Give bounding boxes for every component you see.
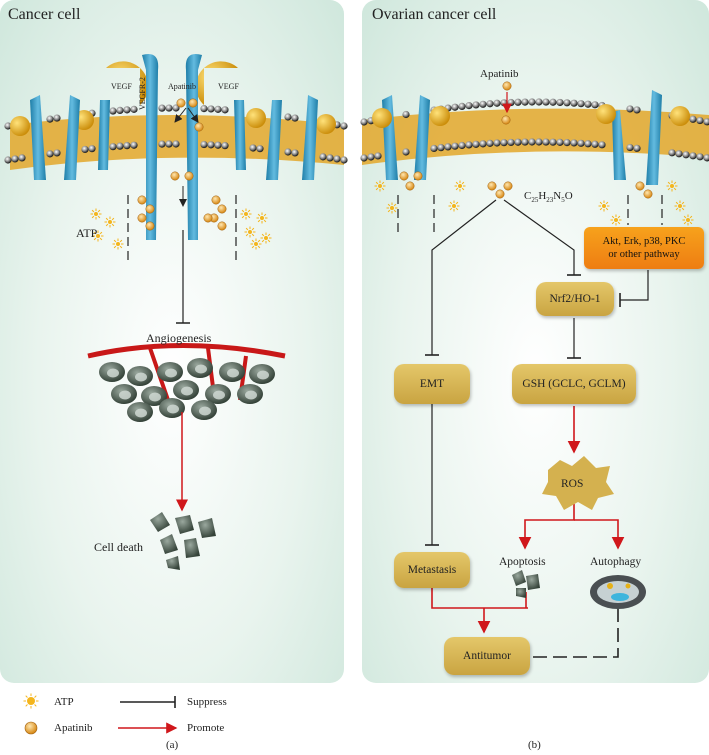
apoptosis-label: Apoptosis [499, 556, 546, 568]
angiogenesis-label: Angiogenesis [146, 331, 212, 345]
caption-b: (b) [528, 739, 541, 751]
tumor-cell-cluster [99, 358, 275, 422]
atp-label: ATP [76, 226, 98, 240]
panel-b-title: Ovarian cancer cell [372, 6, 497, 23]
cell-death-label: Cell death [94, 540, 143, 554]
vegfr2-label: VEGFR-2 [138, 77, 147, 110]
cell-fragments [150, 512, 216, 570]
vegf-label-right: VEGF [218, 82, 239, 91]
ros-blob [542, 456, 614, 510]
atp-molecules-b [374, 180, 694, 226]
legend-atp-label: ATP [54, 696, 74, 708]
legend [23, 693, 178, 735]
autophagosome [590, 575, 646, 609]
legend-apatinib-label: Apatinib [54, 722, 93, 734]
panel-b-guides [397, 195, 663, 235]
autophagy-dashed-link [530, 608, 619, 658]
apatinib-label-a: Apatinib [168, 82, 196, 91]
gsh-box: GSH (GCLC, GCLM) [512, 364, 636, 404]
panel-a-title: Cancer cell [8, 6, 81, 23]
pathway-line-1: Akt, Erk, p38, PKC [602, 236, 686, 247]
emt-box: EMT [394, 364, 470, 404]
suppress-connectors [425, 199, 649, 546]
atp-molecules [90, 208, 272, 250]
cytoplasm-guides [127, 195, 237, 260]
pathway-box: Akt, Erk, p38, PKC or other pathway [584, 227, 704, 269]
legend-promote-label: Promote [187, 722, 225, 734]
nrf2-box: Nrf2/HO-1 [536, 282, 614, 316]
panel-b-receptors [372, 90, 690, 185]
formula-label: C25H23N5O [524, 190, 573, 205]
ros-label: ROS [561, 478, 584, 490]
suppress-angiogenesis-line [176, 230, 190, 324]
autophagy-label: Autophagy [590, 556, 642, 568]
antitumor-box: Antitumor [444, 637, 530, 675]
apoptosis-fragments [512, 570, 540, 598]
pathway-line-2: or other pathway [608, 249, 680, 260]
apatinib-molecules [137, 81, 653, 231]
vegf-label-left: VEGF [111, 82, 132, 91]
caption-a: (a) [166, 739, 179, 751]
legend-suppress-label: Suppress [187, 696, 227, 708]
apatinib-label-b: Apatinib [480, 68, 519, 80]
metastasis-box: Metastasis [394, 552, 470, 588]
promote-arrows [431, 406, 625, 634]
